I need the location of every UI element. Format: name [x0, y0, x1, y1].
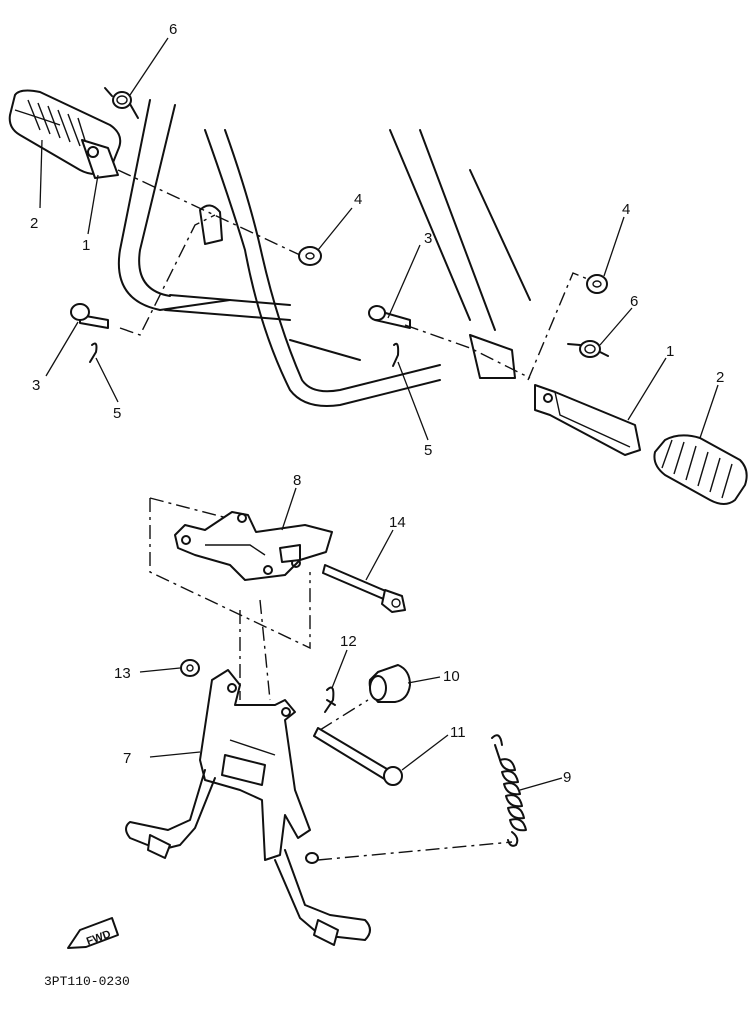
- cotter-pin-left: [89, 342, 98, 363]
- footrest-bracket-left: [81, 139, 119, 179]
- footrest-rubber-right: [653, 434, 748, 505]
- stand-bracket: [174, 511, 333, 581]
- callout-6-right: 6: [630, 293, 638, 310]
- torsion-spring-right: [567, 340, 609, 358]
- pin-right: [368, 305, 411, 329]
- callout-13: 13: [114, 665, 131, 682]
- callout-7: 7: [123, 750, 131, 767]
- center-line: [239, 599, 271, 701]
- washer-left: [298, 246, 322, 266]
- callout-14: 14: [389, 514, 406, 531]
- cotter-pin-right: [392, 342, 400, 367]
- callout-4-left: 4: [354, 191, 362, 208]
- callout-8: 8: [293, 472, 301, 489]
- center-line: [117, 169, 301, 256]
- callout-2-right: 2: [716, 369, 724, 386]
- washer-right: [586, 274, 608, 294]
- frame-tubing: [117, 99, 531, 407]
- torsion-spring-left: [104, 87, 139, 119]
- center-line: [319, 699, 369, 731]
- callout-1-left: 1: [82, 237, 90, 254]
- callout-9: 9: [563, 769, 571, 786]
- forward-arrow-icon: FWD: [67, 917, 119, 949]
- leader-lines: [39, 37, 719, 791]
- center-line: [149, 498, 311, 650]
- center-line: [317, 841, 513, 861]
- washer-13: [180, 659, 200, 677]
- callout-4-right: 4: [622, 201, 630, 218]
- cotter-pin-12: [324, 686, 336, 713]
- callout-3-left: 3: [32, 377, 40, 394]
- pin-left: [70, 303, 109, 329]
- callout-1-right: 1: [666, 343, 674, 360]
- callout-12: 12: [340, 633, 357, 650]
- drawing-code: 3PT110-0230: [44, 974, 130, 989]
- callout-5-left: 5: [113, 405, 121, 422]
- bolt-14: [322, 564, 406, 613]
- center-line: [527, 272, 591, 381]
- shaft-11: [313, 727, 403, 786]
- callout-10: 10: [443, 668, 460, 685]
- center-line: [404, 324, 531, 379]
- callout-6-left: 6: [169, 21, 177, 38]
- callout-11: 11: [450, 724, 466, 741]
- callout-3-right: 3: [424, 230, 432, 247]
- center-line: [119, 214, 216, 336]
- center-line: [149, 497, 236, 521]
- stand-spring-9: [491, 734, 527, 847]
- callout-2-left: 2: [30, 215, 38, 232]
- footrest-bracket-right: [534, 384, 641, 456]
- main-stand: [125, 669, 371, 946]
- callout-5-right: 5: [424, 442, 432, 459]
- bushing-10: [368, 664, 411, 703]
